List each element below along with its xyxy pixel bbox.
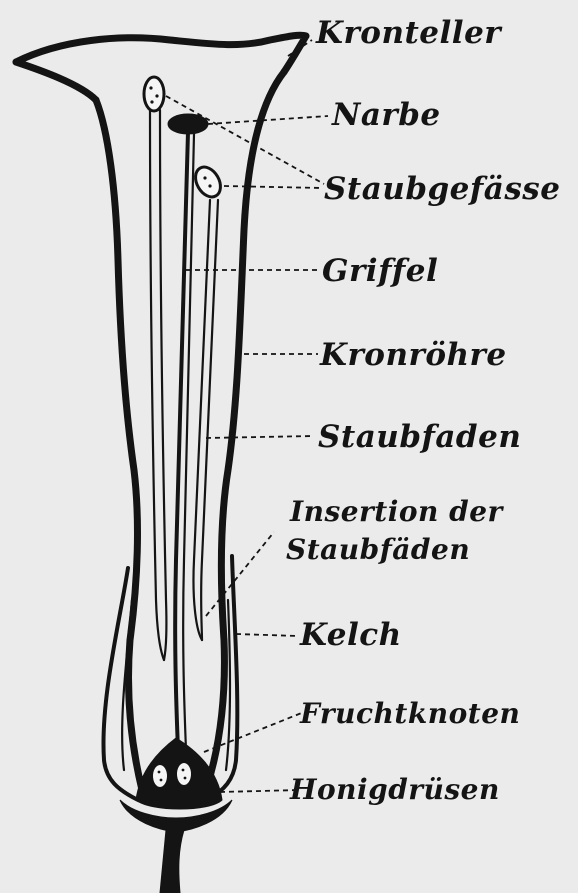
- label-honigdruesen: Honigdrüsen: [290, 776, 500, 804]
- label-kronteller: Kronteller: [316, 18, 501, 49]
- kronroehre-left-wall: [96, 100, 142, 790]
- label-staubfaden: Staubfaden: [318, 422, 521, 453]
- label-staubgefaesse: Staubgefässe: [324, 174, 560, 205]
- leader-narbe: [208, 116, 328, 124]
- label-kronroehre: Kronröhre: [320, 340, 507, 371]
- label-griffel: Griffel: [322, 256, 438, 287]
- leader-honigdruesen: [220, 790, 300, 792]
- label-narbe: Narbe: [332, 100, 441, 131]
- narbe-shape: [168, 114, 208, 134]
- kronteller-left-flare: [16, 62, 96, 100]
- staubgefaess-right: [190, 163, 225, 202]
- leader-staubfaden: [206, 436, 314, 438]
- staubfaden-right-2: [201, 200, 218, 640]
- label-kelch: Kelch: [300, 620, 402, 651]
- label-fruchtknoten: Fruchtknoten: [300, 700, 520, 728]
- kronteller-rim: [16, 35, 306, 72]
- fruchtknoten-ovule-right: [177, 763, 191, 785]
- staubfaden-left-2: [160, 110, 166, 660]
- leader-kelch: [236, 634, 298, 636]
- fruchtknoten-ovule-left: [153, 765, 167, 787]
- label-insertion-line1: Insertion der: [290, 498, 503, 526]
- leader-insertion: [206, 532, 274, 616]
- staubgefaess-left: [144, 77, 164, 111]
- stalk: [160, 830, 184, 893]
- leader-staubgefaesse-2: [224, 186, 322, 188]
- label-insertion-line2: Staubfäden: [286, 536, 470, 564]
